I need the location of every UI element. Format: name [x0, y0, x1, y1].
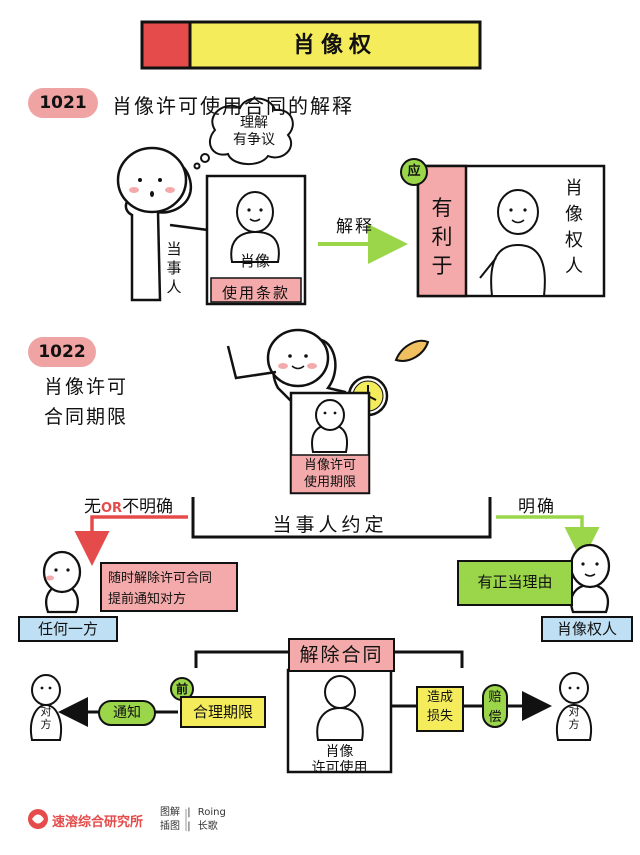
thought-line: 有争议 — [233, 132, 275, 148]
section2-heading-line: 合同期限 — [44, 406, 129, 428]
or-word: OR — [101, 501, 123, 516]
favorable-char: 于 — [431, 254, 453, 278]
title-banner — [140, 20, 482, 70]
term-card-line: 使用期限 — [303, 475, 356, 490]
unclear-word: 不明确 — [122, 497, 174, 517]
use-card — [286, 668, 393, 774]
credit-role: 图解 — [160, 807, 180, 818]
notify-oval: 通知 — [98, 700, 156, 726]
unclear-arrow — [74, 515, 188, 566]
brand-logo-icon — [28, 809, 48, 829]
credit-line: 插图 | 长歌 — [160, 821, 218, 832]
other-party-char: 对 — [40, 705, 52, 718]
clear-label: 明确 — [518, 497, 556, 517]
credit-role: 插图 — [160, 821, 180, 832]
explain-label: 解释 — [336, 217, 374, 237]
right-holder-vertical: 肖 像 权 人 — [558, 176, 590, 280]
use-card-line: 许可使用 — [311, 760, 368, 776]
thought-bubble — [193, 97, 294, 170]
party-label: 当 事 人 — [164, 240, 184, 297]
credit-name: 长歌 — [197, 821, 218, 832]
card-terms-label: 使用条款 — [221, 284, 290, 302]
thought-line: 理解 — [240, 115, 268, 131]
article-1022-badge: 1022 — [28, 337, 96, 367]
party-figure — [116, 146, 209, 302]
compensate-char: 赔 — [488, 690, 502, 705]
right-holder-label: 肖像权人 — [541, 616, 633, 642]
clear-arrow — [496, 515, 600, 562]
section2-heading-line: 肖像许可 — [44, 376, 129, 398]
right-holder-figure — [569, 543, 611, 614]
other-party-right-label: 对 方 — [566, 705, 582, 731]
cause-loss-line: 损失 — [426, 709, 453, 724]
any-party-box: 随时解除许可合同 提前通知对方 — [100, 562, 238, 612]
party-label-char: 当 — [166, 240, 182, 258]
section1-heading: 肖像许可使用合同的解释 — [112, 94, 354, 118]
brand-name: 速溶综合研究所 — [52, 815, 144, 830]
pointing-figure — [226, 328, 350, 402]
terminate-box: 解除合同 — [288, 638, 395, 672]
other-party-left-label: 对 方 — [38, 705, 54, 731]
term-card-line: 肖像许可 — [303, 458, 356, 473]
portrait-card — [205, 174, 307, 306]
cause-loss-line: 造成 — [426, 690, 453, 705]
cause-loss-box: 造成 损失 — [416, 686, 464, 732]
agreement-label: 当事人约定 — [272, 514, 388, 536]
article-1021-badge: 1021 — [28, 88, 98, 118]
compensate-char: 偿 — [488, 710, 502, 725]
other-party-right-figure — [556, 672, 592, 741]
agreement-bracket — [191, 497, 492, 539]
any-party-figure — [42, 550, 82, 614]
credit-name: Roing — [197, 807, 226, 818]
unclear-label: 无OR不明确 — [84, 492, 173, 517]
any-party-line: 提前通知对方 — [108, 592, 187, 607]
favorable-char: 利 — [431, 225, 453, 249]
any-party-label: 任何一方 — [18, 616, 118, 642]
right-holder-char: 权 — [565, 230, 583, 251]
other-party-char: 方 — [568, 718, 580, 731]
use-card-label: 肖像 许可使用 — [288, 744, 391, 776]
none-prefix: 无 — [84, 497, 101, 517]
compensate-oval: 赔 偿 — [482, 684, 508, 728]
favor-card — [400, 158, 606, 298]
other-party-left-figure — [30, 674, 62, 741]
right-holder-char: 人 — [565, 256, 583, 277]
should-badge: 应 — [407, 164, 421, 179]
other-party-char: 方 — [40, 718, 52, 731]
page-title: 肖像权 — [292, 33, 377, 58]
any-party-line: 随时解除许可合同 — [108, 571, 213, 586]
use-card-line: 肖像 — [325, 744, 354, 760]
favorable-char: 有 — [431, 196, 453, 220]
party-label-char: 事 — [166, 259, 182, 277]
credit-line: 图解 | Roing — [160, 807, 226, 818]
party-label-char: 人 — [166, 278, 182, 296]
card-portrait-label: 肖像 — [239, 252, 270, 270]
term-card-label: 肖像许可 使用期限 — [291, 457, 369, 491]
legit-reason-box: 有正当理由 — [457, 560, 573, 606]
credits: 图解 | Roing 插图 | 长歌 — [160, 806, 226, 834]
term-card — [289, 391, 371, 495]
leaf-icon — [394, 340, 430, 362]
thought-text: 理解 有争议 — [222, 115, 286, 149]
other-party-char: 对 — [568, 705, 580, 718]
right-holder-char: 像 — [565, 204, 583, 225]
reasonable-period-box: 合理期限 — [180, 696, 266, 728]
favorable-label: 有 利 于 — [424, 194, 460, 281]
section2-heading: 肖像许可 合同期限 — [44, 372, 128, 432]
right-holder-char: 肖 — [565, 178, 583, 199]
